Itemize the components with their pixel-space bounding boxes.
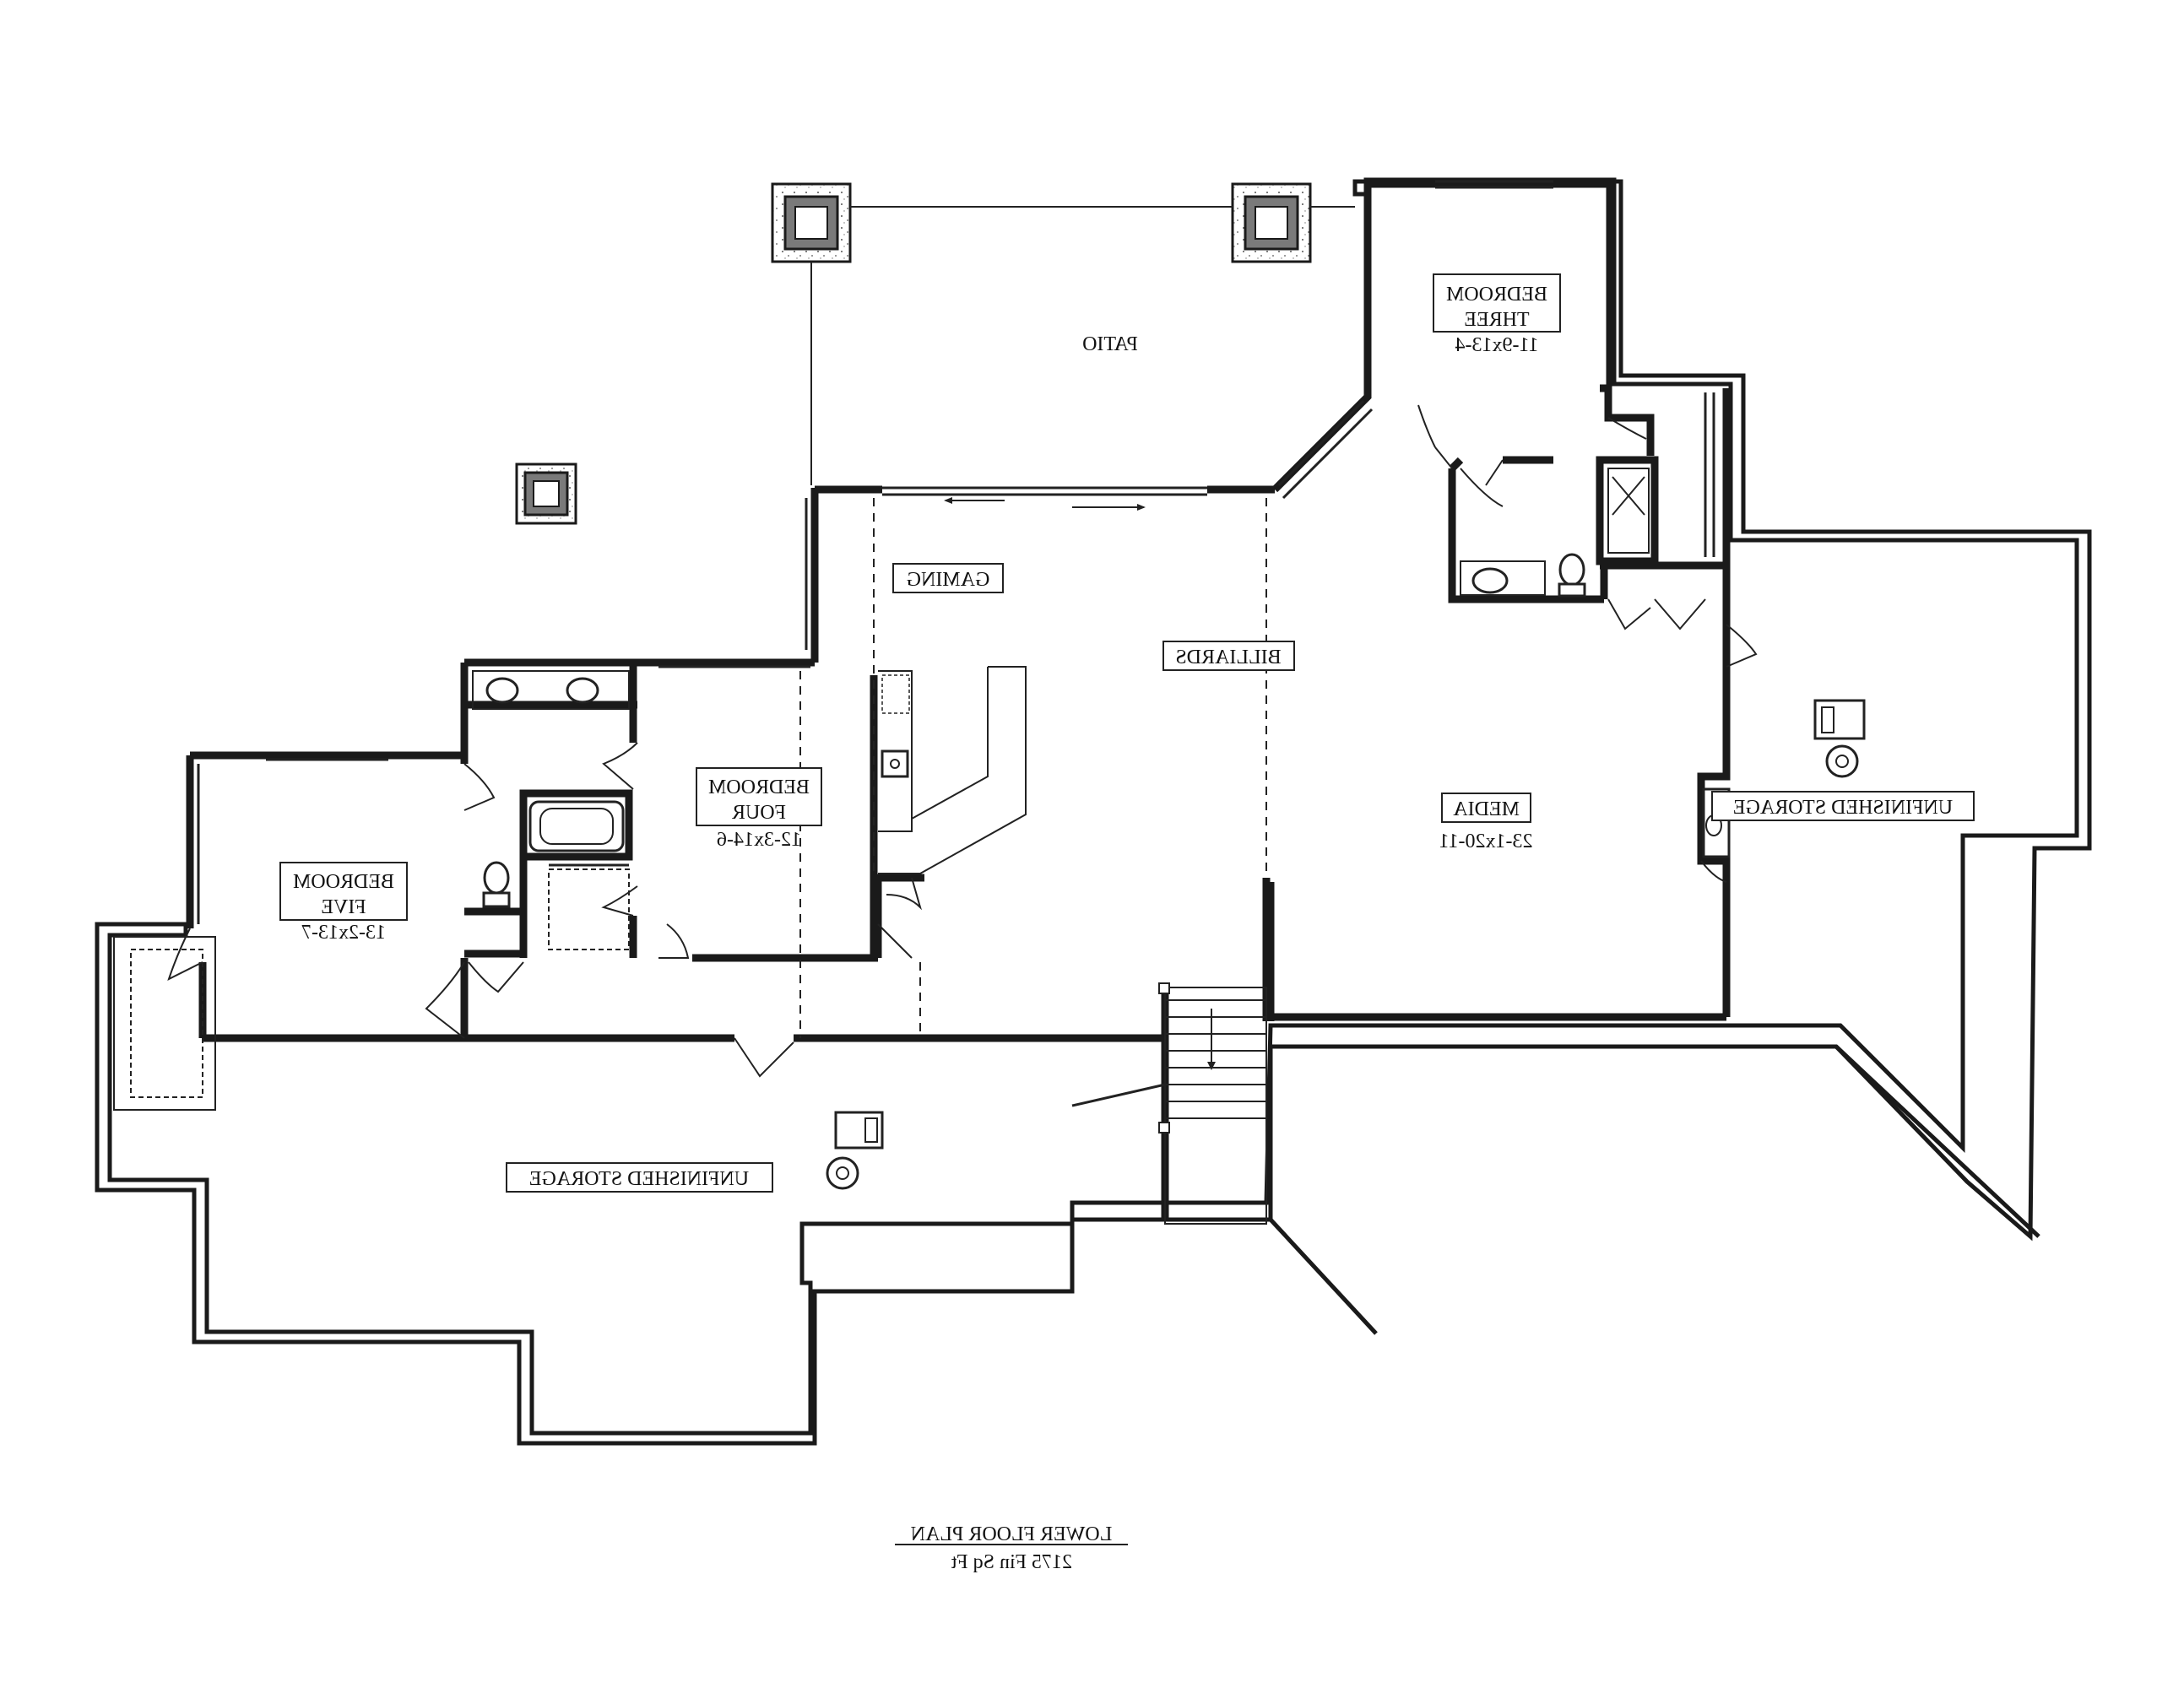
room-name-unfinished-storage-right: UNFINISHED STORAGE (1733, 797, 1953, 819)
room-unfinished-storage-right-label: UNFINISHED STORAGE (1711, 791, 1975, 821)
room-media-label: MEDIA 23-1x20-11 (1439, 793, 1533, 852)
plan-title: LOWER FLOOR PLAN 2175 Fin Sq Ft (895, 1523, 1128, 1573)
room-dims-bedroom-five: 13-2x13-7 (301, 922, 386, 944)
foundation-wall (95, 179, 2092, 1446)
bar-counter (878, 666, 1027, 874)
room-patio-label: PATIO (1082, 333, 1138, 355)
room-name-billiards: BILLIARDS (1175, 647, 1281, 668)
room-name-bedroom-five-line1: BEDROOM (293, 871, 394, 893)
room-name-bedroom-five-line2: FIVE (321, 896, 366, 918)
room-dims-bedroom-four: 12-3x14-6 (717, 829, 801, 851)
plan-title-name: LOWER FLOOR PLAN (911, 1523, 1113, 1545)
dashed-lines (799, 498, 1267, 1038)
room-name-bedroom-three-line1: BEDROOM (1446, 284, 1547, 306)
room-billiards-label: BILLIARDS (1162, 641, 1295, 671)
room-bedroom-five-label: BEDROOM FIVE 13-2x13-7 (279, 862, 408, 944)
room-bedroom-three-label: BEDROOM THREE 11-9x13-4 (1433, 273, 1561, 356)
room-name-patio: PATIO (1082, 333, 1138, 355)
room-name-unfinished-storage-bottom: UNFINISHED STORAGE (529, 1168, 749, 1190)
room-name-media: MEDIA (1453, 798, 1520, 820)
room-name-gaming: GAMING (907, 569, 990, 591)
interior-walls (186, 177, 1731, 1220)
room-gaming-label: GAMING (892, 563, 1004, 593)
room-bedroom-four-label: BEDROOM FOUR 12-3x14-6 (696, 767, 822, 851)
room-name-bedroom-four-line2: FOUR (732, 802, 786, 824)
stairs (1158, 982, 1267, 1225)
room-dims-media: 23-1x20-11 (1439, 830, 1532, 852)
room-unfinished-storage-bottom-label: UNFINISHED STORAGE (506, 1162, 773, 1193)
plan-title-area: 2175 Fin Sq Ft (951, 1551, 1072, 1573)
slider-arrows (944, 497, 1146, 511)
room-name-bedroom-three-line2: THREE (1464, 309, 1529, 331)
room-dims-bedroom-three: 11-9x13-4 (1455, 334, 1538, 356)
room-name-bedroom-four-line1: BEDROOM (708, 776, 810, 798)
door-swings (167, 404, 1758, 1078)
patio-posts (515, 182, 1355, 525)
